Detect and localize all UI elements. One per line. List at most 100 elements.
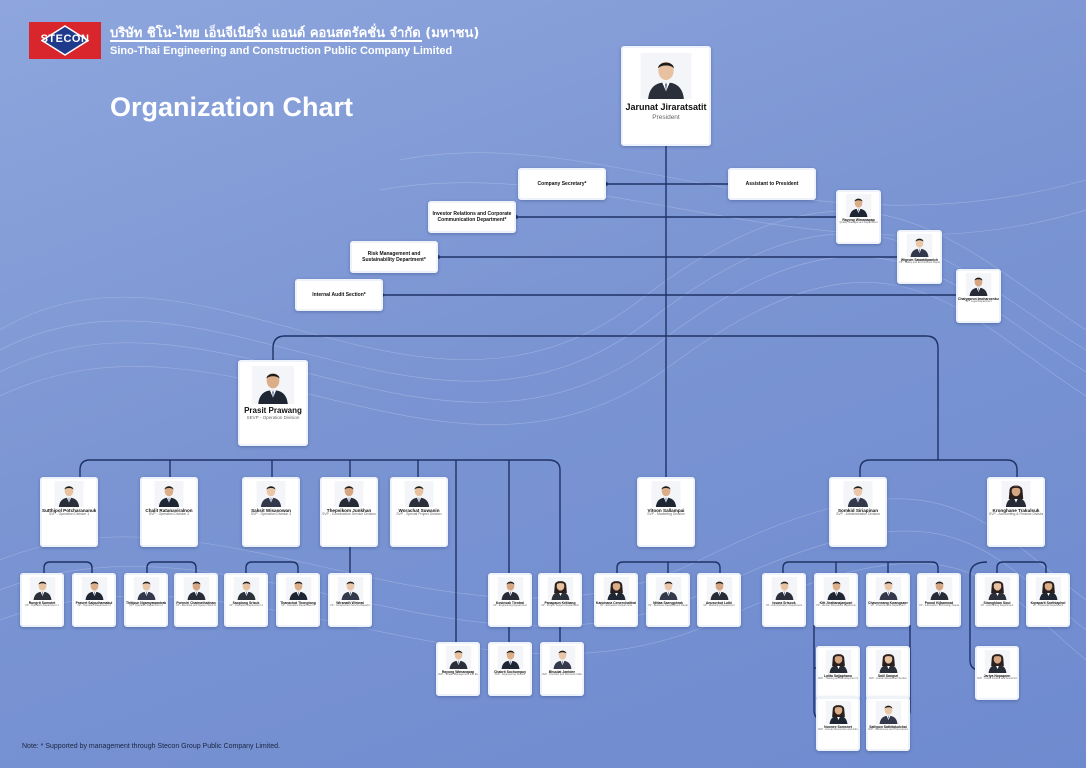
portrait-photo	[771, 577, 797, 600]
logo-text: STECON	[40, 33, 90, 45]
person-name: Prasit Prawang	[244, 406, 302, 415]
internal-audit-box: Internal Audit Section*	[295, 279, 383, 311]
person-position: SVP - Operation Division 2	[148, 512, 190, 516]
person-name: Kosinsak Tientrai	[495, 601, 525, 605]
stecon-logo: STECON	[29, 22, 101, 59]
investor-relations-box: Investor Relations and Corporate Communi…	[428, 201, 516, 233]
person-position: AVP - Tender Management and Execution Se…	[438, 673, 480, 676]
person-position: President	[652, 114, 680, 121]
person-name: Kitt Jirattanajanjuari	[819, 601, 853, 605]
portrait-photo	[29, 577, 55, 600]
person-position: VP - Safety and Environment Department	[899, 261, 942, 264]
person-name: Thepvikom Junkhan	[326, 508, 372, 513]
person-name: Worachat Suwanin	[398, 508, 440, 513]
person-name: Jariya Nopaporn	[983, 674, 1011, 678]
portrait-photo	[445, 646, 471, 669]
company-name-thai: บริษัท ชิโน-ไทย เอ็นจีเนียริ่ง แอนด์ คอน…	[110, 26, 480, 41]
person-position: AVP - Engineering Section	[494, 673, 526, 676]
person-name: Noonee Somsnet	[824, 725, 852, 729]
person-name: Lalita Sajjaphanu	[824, 674, 852, 678]
person-position: VP - Financial Department	[1032, 604, 1064, 607]
person-position: VP - Estimation Department	[599, 604, 633, 607]
connector-line-21	[782, 561, 939, 576]
person-name: Jarunat Jiraratsatit	[625, 102, 707, 112]
portrait-photo	[547, 577, 573, 600]
connector-line-6	[79, 459, 561, 578]
portrait-photo	[233, 577, 259, 600]
person-name: Panapaun Kritbang	[544, 601, 576, 605]
portrait-photo	[251, 366, 295, 404]
portrait-photo	[823, 577, 849, 600]
connector-line-16	[146, 561, 197, 576]
portrait-photo	[81, 577, 107, 600]
person-name: Thitipun Ngamyawantrakul	[126, 601, 168, 605]
person-name: Chalit Ratanaviralnon	[145, 508, 193, 513]
person-name: Chaiyaprun Imcharoenkul	[958, 297, 1000, 301]
page-title: Organization Chart	[110, 92, 354, 122]
person-position: SVP - Administration Division	[836, 512, 880, 516]
person-name: Sathpon Sathitakulchai	[869, 725, 907, 729]
person-name: Chaveewang Kwangsaeraksa	[868, 601, 910, 605]
portrait-photo	[984, 577, 1010, 600]
assistant-to-president-box: Assistant to President	[728, 168, 816, 200]
person-name: Kronghane Trakulsuk	[992, 508, 1040, 513]
person-position: VP - Accounting Department	[980, 604, 1014, 607]
person-name: Sirangkhan Sout	[983, 601, 1011, 605]
person-name: Pornsiri Chatmethaitnan	[176, 601, 216, 605]
portrait-photo	[256, 481, 286, 507]
vp-card: Chaveewang KwangsaeraksaVP - Procurement…	[866, 573, 910, 627]
person-position: SVP - Marketing Division	[647, 512, 685, 516]
person-name: Wiranath Wiriwat	[336, 601, 364, 605]
risk-management-box: Risk Management and Sustainability Depar…	[350, 241, 438, 273]
person-position: VP - Information Technology Department	[919, 604, 960, 607]
person-position: VP - Operation Department 3	[129, 604, 163, 607]
person-position: SVP - Accounting & Finance Division	[989, 512, 1045, 516]
portrait-photo	[640, 53, 692, 99]
portrait-photo	[651, 481, 681, 507]
person-position: VP - Engineering Department	[493, 604, 527, 607]
portrait-photo	[965, 273, 992, 296]
portrait-photo	[54, 481, 84, 507]
person-position: SVP - Construction Service Division	[322, 512, 376, 516]
person-position: VP - Operation Department 1	[25, 604, 59, 607]
person-position: VP - Administration Department	[765, 604, 803, 607]
person-position: VP - Operation Department 2	[77, 604, 111, 607]
person-name: Thanachat Thongtong	[280, 601, 316, 605]
person-position: VP - Construction Service Department	[330, 604, 372, 607]
person-name: Somkid Siriapinan	[837, 508, 879, 513]
portrait-photo	[549, 646, 575, 669]
person-name: Koraparit Sorthiaphol	[1030, 601, 1066, 605]
portrait-photo	[926, 577, 952, 600]
person-position: VP - Procurement Department	[870, 604, 906, 607]
person-position: AVP - Training and Development Section	[818, 677, 860, 680]
person-name: Saoplong Srisuk	[232, 601, 260, 605]
portrait-photo	[984, 650, 1010, 673]
connector-line-15	[43, 561, 93, 576]
portrait-photo	[875, 650, 901, 673]
company-name-english: Sino-Thai Engineering and Construction P…	[110, 45, 453, 57]
person-position: SVP - Operation Division 3	[250, 512, 292, 516]
